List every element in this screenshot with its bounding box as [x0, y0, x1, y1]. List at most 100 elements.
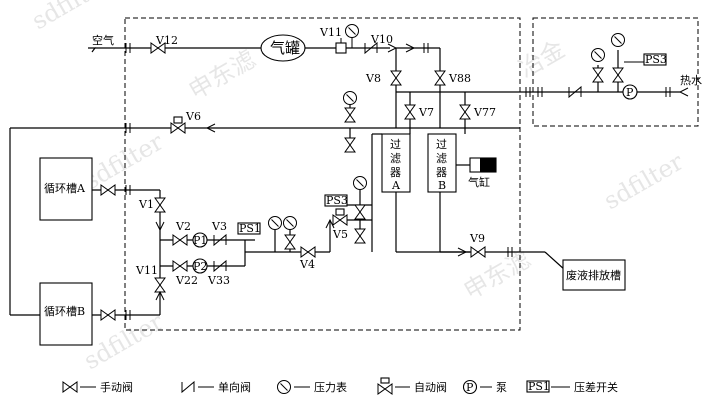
manual-valve-v1[interactable] — [154, 197, 166, 213]
circulation-tank-a — [39, 157, 93, 221]
air-line: 空气 V12 气罐 V11 V10 — [88, 24, 440, 62]
legend: 手动阀 单向阀 压力表 自动阀 P 泵 PS1 压差开关 — [62, 377, 618, 395]
manual-valve-v88[interactable] — [434, 70, 446, 86]
filter-a-label-3: 器 — [390, 166, 401, 179]
diff-pressure-switch-ps3-mid — [324, 194, 348, 207]
pressure-gauge-ps3-right — [611, 33, 625, 47]
manual-valve-gauge-v6[interactable] — [344, 107, 356, 123]
manual-valve-v2[interactable] — [172, 234, 188, 246]
circulation-tanks: 循环槽A 循环槽B — [39, 157, 160, 346]
valve-label-v3: V3 — [211, 220, 227, 233]
pump-p1-label: P1 — [193, 234, 207, 247]
valve-label-v77: V77 — [473, 106, 496, 119]
auto-valve-v5[interactable] — [332, 214, 348, 226]
diff-pressure-switch-ps1 — [237, 222, 261, 235]
pressure-gauge-ps3-mid — [353, 176, 367, 190]
valve-label-v6: V6 — [185, 110, 201, 123]
manual-valve-gauge-ps1[interactable] — [284, 234, 296, 250]
switch-label-ps1: PS1 — [239, 222, 261, 235]
hot-water-line: P PS3 热水 — [520, 33, 702, 100]
valve-label-v8: V8 — [365, 72, 381, 85]
auto-valve-v11-top[interactable] — [335, 42, 347, 54]
waste-tank — [562, 259, 626, 291]
legend-auto-valve-label: 自动阀 — [414, 380, 447, 394]
pump-manifold: V1 V11 V2 P1 V3 V22 P2 V33 PS1 V4 — [135, 190, 330, 315]
legend-diff-switch-icon — [526, 380, 550, 393]
legend-diff-switch-label: 压差开关 — [574, 380, 618, 394]
circulation-tank-b — [39, 282, 93, 346]
watermark-text-3: 冶金 — [514, 35, 570, 83]
legend-manual-valve-icon — [62, 381, 78, 393]
pump-p2 — [192, 258, 208, 274]
hot-water-skid-boundary — [532, 17, 699, 127]
legend-pump-icon — [462, 379, 478, 395]
manual-valve-ps3-mid[interactable] — [354, 204, 366, 220]
auto-valve-v6[interactable] — [170, 122, 186, 134]
pump-p2-label: P2 — [193, 260, 207, 273]
manual-valve-drain-mid[interactable] — [354, 228, 366, 244]
valve-label-v11-left: V11 — [135, 264, 158, 277]
waste-line: V9 废液排放槽 — [440, 232, 626, 291]
valve-label-v11-top: V11 — [319, 26, 342, 39]
pump-hot-water — [622, 84, 638, 100]
manual-valve-ps3-right[interactable] — [612, 67, 624, 83]
pressure-gauge-ps1-a — [268, 216, 282, 230]
manual-valve-drain-v6[interactable] — [344, 137, 356, 153]
legend-pump-icon-letter: P — [466, 381, 474, 394]
pump-p1 — [192, 232, 208, 248]
filter-units: 过 滤 器 A 过 滤 器 B 气缸 — [371, 133, 497, 253]
pressure-gauge-hot-water — [591, 48, 605, 62]
watermark-text-6: 申东滤 — [459, 245, 535, 305]
manual-valve-v8[interactable] — [390, 70, 402, 86]
pressure-gauge-ps1-b — [283, 216, 297, 230]
valve-label-v4: V4 — [299, 258, 315, 271]
manual-valve-v22[interactable] — [172, 260, 188, 272]
valve-label-v9: V9 — [469, 232, 485, 245]
legend-diff-switch-code: PS1 — [528, 380, 550, 393]
legend-pressure-gauge-label: 压力表 — [314, 380, 347, 394]
filter-top-lines: V8 V88 V7 V77 — [365, 48, 520, 134]
waste-tank-label: 废液排放槽 — [566, 268, 621, 282]
valve-label-v12: V12 — [155, 34, 178, 47]
valve-label-v88: V88 — [448, 72, 471, 85]
valve-label-v7: V7 — [418, 106, 434, 119]
switch-label-ps3-right: PS3 — [645, 53, 667, 66]
valve-label-v10: V10 — [370, 33, 393, 46]
air-tank-label: 气罐 — [270, 39, 300, 57]
valve-label-v2: V2 — [175, 220, 191, 233]
legend-pressure-gauge-icon — [277, 380, 291, 394]
valve-label-v1: V1 — [138, 198, 154, 211]
manual-valve-hot-water-gauge[interactable] — [592, 67, 604, 83]
legend-auto-valve-icon — [377, 383, 393, 395]
watermark-text-2: 申东滤 — [184, 45, 260, 105]
manual-valve-tank-b[interactable] — [100, 309, 116, 321]
air-label: 空气 — [92, 33, 114, 47]
manual-valve-v11-left[interactable] — [154, 277, 166, 293]
manual-valve-v4[interactable] — [300, 246, 316, 258]
filter-b-label-3: 器 — [436, 166, 447, 179]
valve-label-v33: V33 — [207, 274, 230, 287]
valve-label-v5: V5 — [332, 228, 348, 241]
pressure-gauge-air — [345, 24, 359, 38]
air-inlet-arrow — [88, 47, 97, 53]
legend-manual-valve-label: 手动阀 — [100, 380, 133, 394]
manual-valve-v7[interactable] — [404, 104, 416, 120]
filter-a-label-2: 滤 — [390, 152, 401, 165]
filter-a — [381, 133, 411, 193]
air-cylinder-piston — [480, 158, 496, 172]
valve-label-v22: V22 — [175, 274, 198, 287]
filter-b-label-4: B — [438, 179, 446, 192]
tank-b-label: 循环槽B — [44, 305, 85, 318]
switch-label-ps3-mid: PS3 — [326, 194, 348, 207]
filter-b-label-2: 滤 — [436, 152, 447, 165]
tank-a-label: 循环槽A — [44, 182, 86, 195]
main-skid-boundary — [124, 17, 521, 331]
manual-valve-v77[interactable] — [459, 104, 471, 120]
manual-valve-v9[interactable] — [470, 246, 486, 258]
filter-inlet-manifold: PS3 V5 — [324, 176, 372, 252]
diff-pressure-switch-ps3-right — [643, 53, 667, 66]
filter-a-label-1: 过 — [390, 138, 401, 151]
legend-pump-label: 泵 — [496, 381, 507, 394]
legend-check-valve-icon — [181, 381, 195, 393]
